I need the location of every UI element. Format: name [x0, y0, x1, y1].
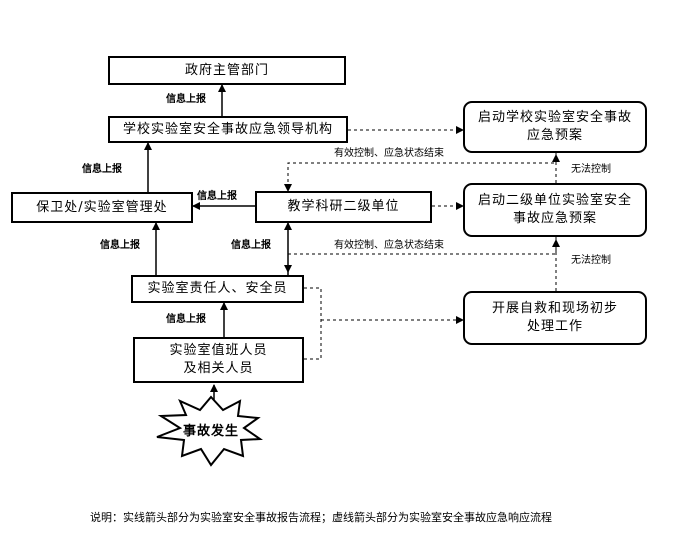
node-lab-duty-staff: 实验室值班人员 及相关人员 — [133, 337, 304, 383]
node-school-emergency-leadership: 学校实验室安全事故应急领导机构 — [108, 116, 348, 143]
node-self-rescue: 开展自救和现场初步 处理工作 — [463, 291, 647, 345]
node-department-emergency-plan: 启动二级单位实验室安全 事故应急预案 — [463, 183, 647, 237]
dashed-bracket-to-rescue — [304, 287, 322, 360]
node-self-rescue-line1: 开展自救和现场初步 — [491, 301, 618, 316]
label-report-labhead-to-security: 信息上报 — [100, 240, 140, 251]
node-lab-head-safety-officer: 实验室责任人、安全员 — [131, 275, 304, 303]
accident-burst-shape — [156, 395, 263, 467]
node-department: 教学科研二级单位 — [255, 191, 432, 223]
label-uncontrolled-top: 无法控制 — [571, 164, 611, 175]
node-lab-head-safety-officer-text: 实验室责任人、安全员 — [147, 281, 288, 296]
node-department-text: 教学科研二级单位 — [287, 199, 400, 214]
node-school-emergency-plan-line2: 应急预案 — [526, 128, 583, 143]
label-uncontrolled-bottom: 无法控制 — [571, 255, 611, 266]
node-government-text: 政府主管部门 — [184, 62, 269, 78]
node-self-rescue-line2: 处理工作 — [526, 319, 583, 334]
label-report-leader-to-gov: 信息上报 — [166, 94, 206, 105]
node-security-lab-office-text: 保卫处/实验室管理处 — [36, 199, 168, 215]
node-security-lab-office: 保卫处/实验室管理处 — [11, 192, 193, 223]
legend-note: 说明：实线箭头部分为实验室安全事故报告流程；虚线箭头部分为实验室安全事故应急响应… — [90, 511, 552, 524]
label-report-duty-to-labhead: 信息上报 — [166, 314, 206, 325]
label-controlled-bottom: 有效控制、应急状态结束 — [334, 240, 444, 251]
label-report-labhead-to-dept: 信息上报 — [231, 240, 271, 251]
node-school-emergency-leadership-text: 学校实验室安全事故应急领导机构 — [122, 121, 333, 137]
node-government: 政府主管部门 — [108, 56, 346, 85]
node-lab-duty-staff-line2: 及相关人员 — [183, 361, 254, 376]
node-lab-duty-staff-line1: 实验室值班人员 — [169, 343, 268, 358]
label-report-security-to-leader: 信息上报 — [82, 164, 122, 175]
label-report-dept-to-security: 信息上报 — [197, 191, 237, 202]
dashed-school-plan-controlled-to-dept — [284, 153, 557, 192]
node-school-emergency-plan-line1: 启动学校实验室安全事故 — [477, 110, 632, 125]
node-department-emergency-plan-line2: 事故应急预案 — [512, 211, 597, 226]
node-school-emergency-plan: 启动学校实验室安全事故 应急预案 — [463, 101, 647, 153]
node-department-emergency-plan-line1: 启动二级单位实验室安全 — [477, 193, 632, 208]
label-controlled-top: 有效控制、应急状态结束 — [334, 148, 444, 159]
node-accident-text: 事故发生 — [182, 424, 239, 439]
